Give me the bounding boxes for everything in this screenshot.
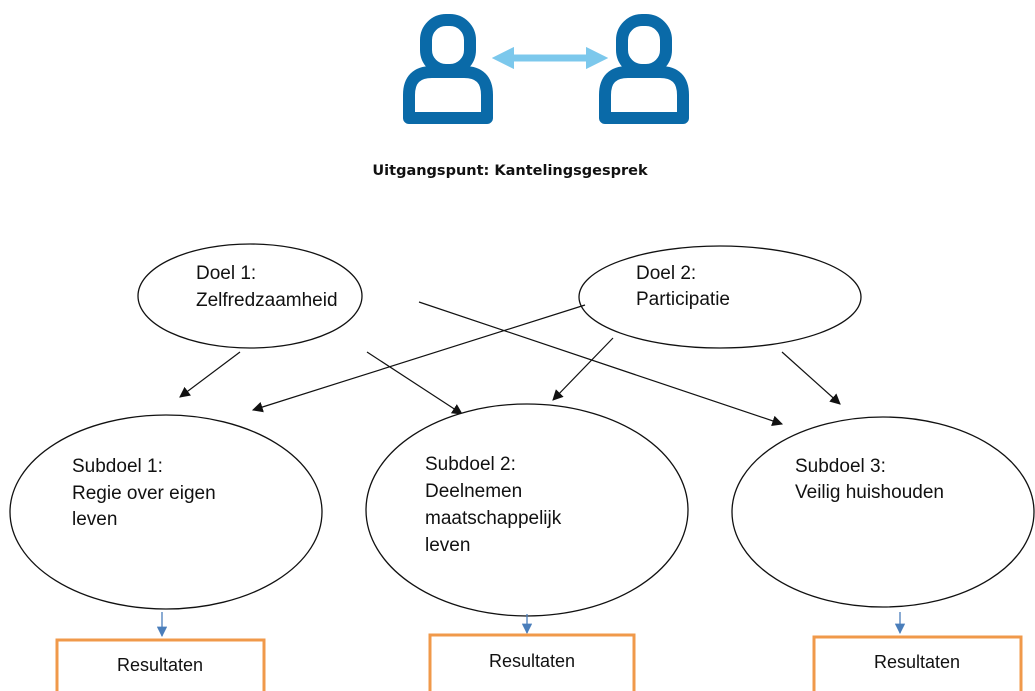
goal-1-label: Doel 1: <box>196 263 256 284</box>
arrow-goal1-sub2 <box>366 351 463 415</box>
result-label: Resultaten <box>117 655 203 675</box>
subgoal-2-label: leven <box>425 535 470 556</box>
subgoal-1-label: Regie over eigen <box>72 483 216 504</box>
arrow-goal2-sub3 <box>781 351 841 405</box>
result-arrows <box>156 612 906 638</box>
goal-2-label: Doel 2: <box>636 263 696 284</box>
arrow-goal2-sub1 <box>251 304 586 413</box>
result-box: Resultaten <box>428 633 636 691</box>
subgoal-2-label: maatschappelijk <box>425 508 562 529</box>
goal-2-ellipse <box>578 245 862 349</box>
subgoal-1-label: leven <box>72 509 117 530</box>
arrow-goal1-sub3 <box>418 301 784 427</box>
subgoal-2-label: Subdoel 2: <box>425 454 516 475</box>
goal-2-label: Participatie <box>636 289 730 310</box>
goal-1-ellipse <box>137 243 363 349</box>
goal-connectors <box>179 301 841 427</box>
subgoal-3-ellipse <box>731 416 1035 608</box>
result-box: Resultaten <box>55 638 266 691</box>
subgoal-1-ellipse <box>9 414 323 610</box>
result-box: Resultaten <box>812 635 1023 691</box>
result-label: Resultaten <box>874 652 960 672</box>
subgoal-3-label: Veilig huishouden <box>795 482 944 503</box>
person-outline-icon <box>599 14 689 124</box>
goal-1-label: Zelfredzaamheid <box>196 290 338 311</box>
person-outline-icon <box>403 14 493 124</box>
subgoal-2-label: Deelnemen <box>425 481 522 502</box>
diagram-title: Uitgangspunt: Kantelingsgesprek <box>372 163 648 179</box>
subgoal-3-label: Subdoel 3: <box>795 456 886 477</box>
arrow-goal2-sub2 <box>552 337 614 401</box>
result-label: Resultaten <box>489 651 575 671</box>
subgoal-1-label: Subdoel 1: <box>72 456 163 477</box>
arrow-goal1-sub1 <box>179 351 241 398</box>
